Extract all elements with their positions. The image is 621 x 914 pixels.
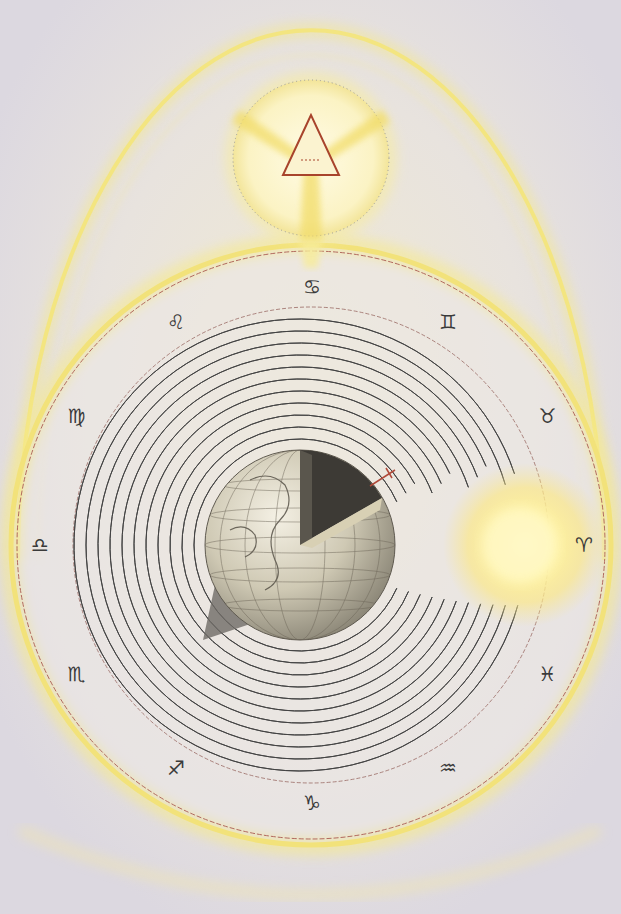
orbit-arc — [110, 355, 481, 735]
globe — [205, 450, 395, 640]
zodiac-sign: ♋ — [303, 277, 321, 297]
orbit-arc — [134, 379, 456, 711]
zodiac-sign: ♓ — [539, 664, 557, 684]
zodiac-sign: ♎ — [31, 535, 49, 555]
lower-glow — [20, 830, 600, 895]
orbit-arc — [98, 343, 493, 747]
orbit-arc — [182, 427, 408, 663]
zodiac-sign: ♑ — [303, 793, 321, 813]
zodiac-sign: ♐ — [167, 758, 185, 778]
zodiac-sign: ♒ — [439, 758, 457, 778]
trinity-triangle — [283, 115, 339, 175]
zodiac-sign: ♊ — [439, 312, 457, 332]
zodiac-sign: ♌ — [167, 312, 185, 332]
orbit-arc — [122, 367, 468, 723]
zodiac-rim — [11, 245, 611, 845]
sun — [443, 463, 607, 627]
zodiac-ring — [17, 251, 605, 839]
sun — [482, 507, 558, 583]
orbit-arc — [158, 403, 432, 687]
zodiac-glow — [9, 243, 613, 847]
heaven-glow — [225, 72, 397, 244]
triangle-mark — [301, 160, 321, 161]
zodiac-sign: ♉ — [539, 406, 557, 426]
orbit-arc — [170, 415, 420, 675]
y-rays — [232, 110, 390, 240]
orbit-arc — [146, 391, 444, 699]
zodiac-sign: ♈ — [575, 535, 593, 555]
zodiac-sign: ♏ — [67, 664, 85, 684]
zodiac-sign: ♍ — [67, 406, 85, 426]
orbit-arc — [86, 331, 505, 759]
orbit-arc — [194, 439, 397, 651]
